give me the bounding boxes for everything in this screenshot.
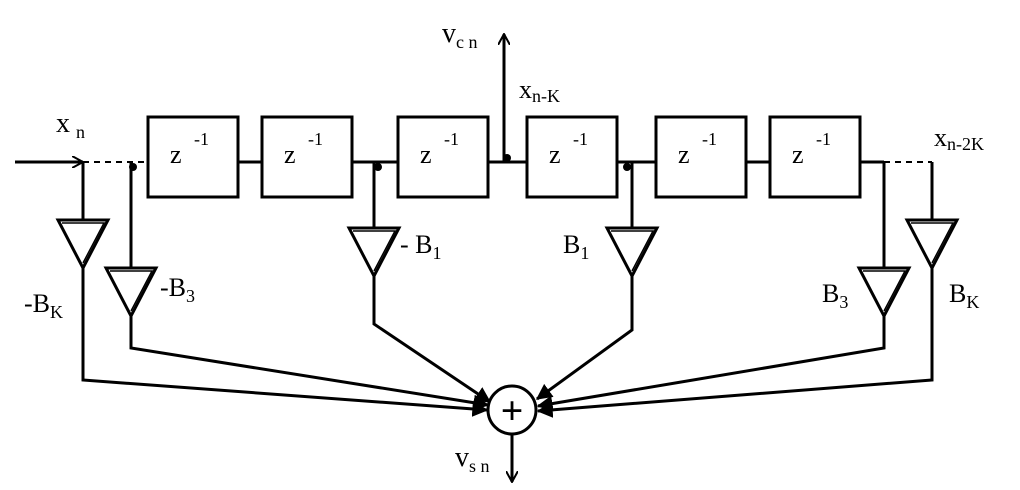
svg-text:-1: -1	[816, 129, 831, 149]
summer-node: +	[486, 384, 538, 436]
svg-text:z: z	[170, 140, 182, 169]
sum-output-label: vs n	[455, 442, 490, 476]
svg-text:z: z	[420, 140, 432, 169]
gain-label-b3-neg: -B3	[160, 273, 195, 306]
gain-label-b1: B1	[563, 230, 589, 263]
tap-lines	[81, 162, 934, 268]
gain-triangle-b3	[856, 266, 912, 320]
svg-text:z: z	[284, 140, 296, 169]
end-tap-label: xn-2K	[934, 123, 984, 154]
svg-text:z: z	[792, 140, 804, 169]
svg-text:-1: -1	[702, 129, 717, 149]
svg-text:z: z	[549, 140, 561, 169]
center-output-label: vc n	[442, 18, 478, 52]
center-tap-label: xn-K	[519, 75, 560, 106]
gain-triangle-b1	[604, 226, 660, 280]
gain-label-b3: B3	[822, 279, 848, 312]
gain-triangle-b3-neg	[103, 266, 159, 320]
summer-symbol: +	[501, 388, 524, 433]
delay-block: z -1	[396, 115, 490, 199]
summer-input-lines	[81, 268, 934, 418]
gain-label-bk: BK	[949, 279, 979, 312]
gain-label-b1-neg: - B1	[400, 230, 442, 263]
svg-text:-1: -1	[308, 129, 323, 149]
svg-text:-1: -1	[573, 129, 588, 149]
svg-text:z: z	[678, 140, 690, 169]
delay-block: z -1	[525, 115, 619, 199]
gain-triangle-b1-neg	[346, 226, 402, 280]
gain-triangle-bk-neg	[55, 218, 111, 272]
delay-block: z -1	[654, 115, 748, 199]
svg-text:-1: -1	[444, 129, 459, 149]
delay-block: z -1	[768, 115, 862, 199]
delay-block: z -1	[260, 115, 354, 199]
svg-text:-1: -1	[194, 129, 209, 149]
gain-triangle-bk	[904, 218, 960, 272]
gain-label-bk-neg: -BK	[24, 289, 63, 322]
delay-block: z -1	[146, 115, 240, 199]
